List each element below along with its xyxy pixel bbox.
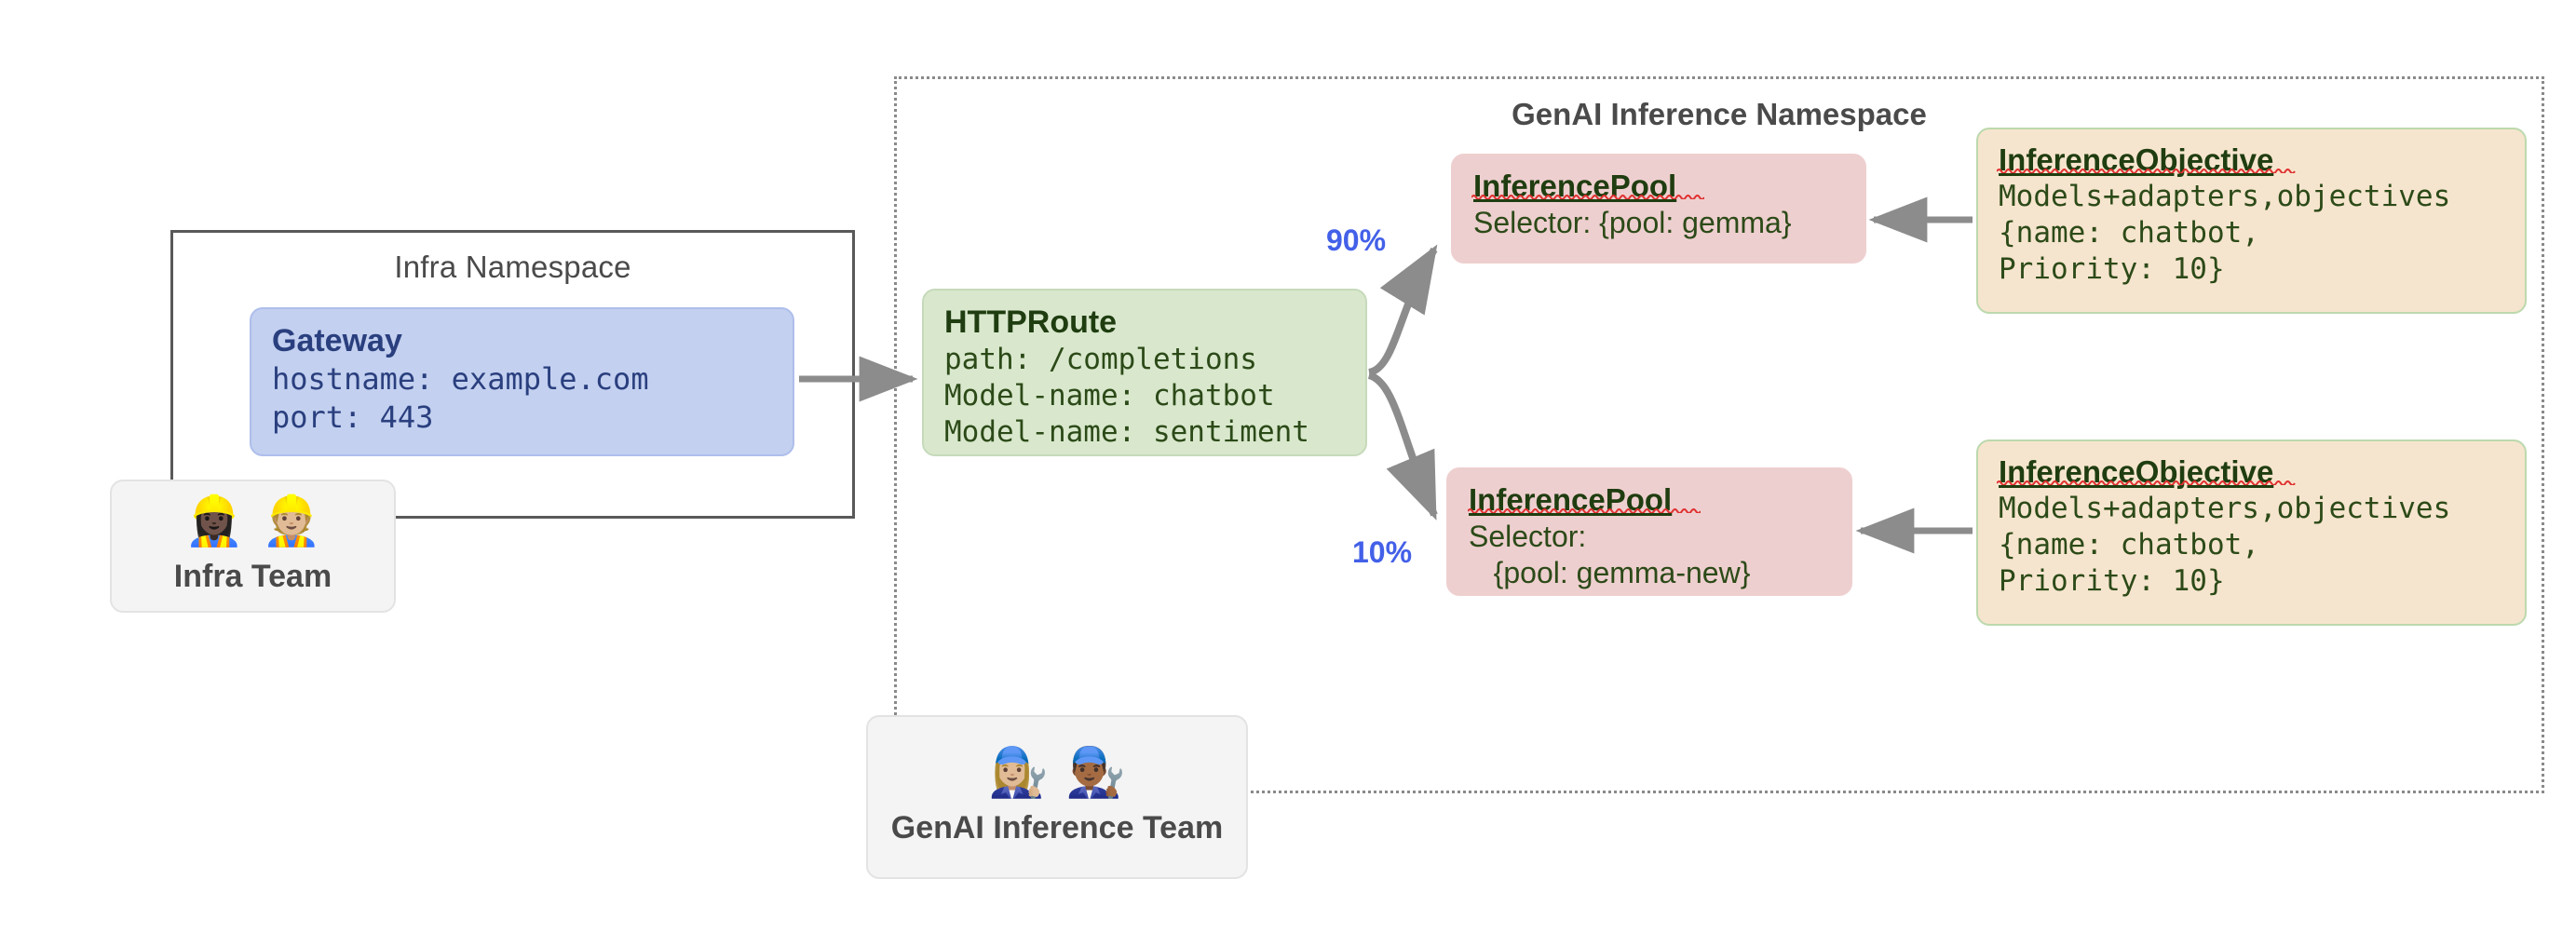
- inference-pool-gemma-selector: Selector: {pool: gemma}: [1473, 205, 1792, 239]
- inference-objective-top-priority: Priority: 10}: [1999, 252, 2225, 287]
- inference-objective-top-node[interactable]: InferenceObjective Models+adapters,objec…: [1976, 128, 2527, 314]
- genai-inference-namespace-container: [894, 76, 2544, 793]
- genai-inference-namespace-title: GenAI Inference Namespace: [1512, 97, 1927, 131]
- infra-team-card[interactable]: 👷🏿‍♀️👷🏼 Infra Team: [110, 480, 396, 613]
- genai-inference-team-avatars-icon: 👩🏼‍🔧👨🏾‍🔧: [988, 744, 1143, 801]
- httproute-title: HTTPRoute: [944, 304, 1118, 340]
- inference-pool-gemma-new-selector-value: {pool: gemma-new}: [1469, 555, 1751, 589]
- gateway-port: port: 443: [272, 399, 434, 436]
- gateway-hostname: hostname: example.com: [272, 361, 649, 398]
- inference-objective-bottom-models: Models+adapters,objectives: [1999, 491, 2451, 525]
- httproute-node[interactable]: HTTPRoute path: /completions Model-name:…: [922, 289, 1367, 456]
- genai-inference-team-card[interactable]: 👩🏼‍🔧👨🏾‍🔧 GenAI Inference Team: [866, 715, 1248, 879]
- inference-objective-top-title: InferenceObjective: [1999, 142, 2274, 177]
- traffic-weight-label-90: 90%: [1326, 223, 1387, 257]
- inference-objective-bottom-node[interactable]: InferenceObjective Models+adapters,objec…: [1976, 439, 2527, 626]
- httproute-model-name-chatbot: Model-name: chatbot: [944, 378, 1275, 412]
- gateway-node[interactable]: Gateway hostname: example.com port: 443: [250, 307, 794, 456]
- inference-objective-bottom-name: {name: chatbot,: [1999, 527, 2259, 561]
- infra-team-avatars-icon: 👷🏿‍♀️👷🏼: [183, 494, 339, 549]
- genai-inference-team-label: GenAI Inference Team: [890, 809, 1224, 845]
- infra-team-label: Infra Team: [173, 559, 332, 594]
- inference-objective-top-name: {name: chatbot,: [1999, 215, 2259, 250]
- inference-pool-gemma-title: InferencePool: [1473, 169, 1677, 203]
- inference-pool-gemma-node[interactable]: InferencePool Selector: {pool: gemma}: [1451, 154, 1866, 264]
- gateway-title: Gateway: [272, 323, 402, 358]
- httproute-path: path: /completions: [944, 342, 1257, 376]
- infra-namespace-container: [170, 230, 855, 519]
- inference-pool-gemma-new-selector: Selector:: [1469, 519, 1587, 553]
- inference-pool-gemma-new-title: InferencePool: [1469, 482, 1673, 517]
- inference-objective-top-models: Models+adapters,objectives: [1999, 179, 2451, 213]
- traffic-weight-label-10: 10%: [1352, 535, 1413, 569]
- infra-namespace-title: Infra Namespace: [394, 250, 631, 284]
- inference-pool-gemma-new-node[interactable]: InferencePool Selector: {pool: gemma-new…: [1446, 467, 1852, 596]
- inference-objective-bottom-title: InferenceObjective: [1999, 454, 2274, 489]
- httproute-model-name-sentiment: Model-name: sentiment: [944, 414, 1309, 449]
- inference-objective-bottom-priority: Priority: 10}: [1999, 564, 2225, 599]
